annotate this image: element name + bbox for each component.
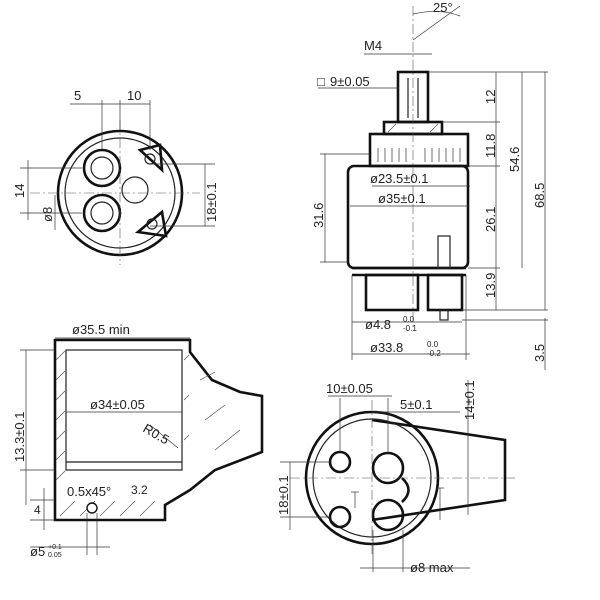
view-top-left: 5 10 14 ø8 18±0.1 xyxy=(12,88,219,265)
port-center xyxy=(121,176,149,204)
leader-line xyxy=(149,424,179,449)
dim-label: 10 xyxy=(127,88,141,103)
angle-label: 25° xyxy=(433,0,453,15)
dim-label: 0.5x45° xyxy=(67,484,111,499)
tol-upper: 0.0 xyxy=(403,315,415,324)
pin-hole xyxy=(86,502,98,514)
base-right xyxy=(426,273,464,312)
tol-lower: -0.1 xyxy=(403,324,417,333)
dim-label: 13.3±0.1 xyxy=(12,411,27,462)
dim-label: 31.6 xyxy=(311,203,326,228)
dim-label: 11.8 xyxy=(483,134,498,158)
dim-label: 18±0.1 xyxy=(204,182,219,222)
housing-arm xyxy=(371,418,507,522)
dim-label: ø33.8 xyxy=(370,340,403,355)
port-upper xyxy=(371,451,405,485)
dim-label: ø35.5 min xyxy=(72,322,130,337)
body-lug xyxy=(437,235,451,269)
base-left xyxy=(364,273,420,312)
hatch xyxy=(429,123,439,133)
tol-upper: +0.1 xyxy=(48,544,62,551)
lug-bottom xyxy=(134,209,168,238)
port-lower-inner xyxy=(90,201,114,225)
hatch xyxy=(387,123,397,133)
dim-label: 14±0.1 xyxy=(462,380,477,420)
knurl xyxy=(377,148,461,162)
port-lower xyxy=(371,498,405,532)
dim-label: ø8 xyxy=(40,207,55,222)
housing-outline xyxy=(53,338,264,522)
dim-label: ø8 max xyxy=(410,560,454,575)
dim-label: 68.5 xyxy=(532,183,547,208)
dim-label: 26.1 xyxy=(483,207,498,232)
dim-label: ø4.8 xyxy=(365,317,391,332)
pin xyxy=(439,309,449,321)
port-upper-inner xyxy=(90,156,114,180)
tol-lower: -0.2 xyxy=(427,349,441,358)
angle-arc xyxy=(412,11,461,17)
dim-label: 4 xyxy=(34,503,41,517)
dim-label: ø5 xyxy=(30,544,45,559)
tol-upper: 0.0 xyxy=(427,340,439,349)
section-hatching xyxy=(55,350,241,517)
dim-label: 3.5 xyxy=(532,344,547,362)
dim-label: 5±0.1 xyxy=(400,397,432,412)
view-bottom-right: 10±0.05 5±0.1 14±0.1 18±0.1 ø8 max xyxy=(276,380,515,575)
pin-hole-upper xyxy=(328,450,352,474)
dim-label: 18±0.1 xyxy=(276,475,291,515)
dim-label: 12 xyxy=(483,90,498,104)
pin-hole-lower xyxy=(328,505,352,529)
angle-line xyxy=(412,5,461,41)
port-center xyxy=(401,477,410,503)
dim-label: ø34±0.05 xyxy=(90,397,145,412)
dim-label: 10±0.05 xyxy=(326,381,373,396)
lug-bottom-hole xyxy=(146,218,158,230)
dim-label: 54.6 xyxy=(507,147,522,172)
dim-label: ø23.5±0.1 xyxy=(370,171,428,186)
dim-label: 14 xyxy=(12,184,27,198)
dim-label: 3.2 xyxy=(131,483,148,497)
port-lower xyxy=(82,193,122,233)
dim-label: 9±0.05 xyxy=(330,74,370,89)
dim-label: R0.5 xyxy=(141,421,172,448)
dim-label: M4 xyxy=(364,38,382,53)
port-upper xyxy=(82,148,122,188)
view-bottom-left: ø35.5 min ø34±0.05 R0.5 13.3±0.1 0.5x45°… xyxy=(12,322,264,559)
dim-label: 5 xyxy=(74,88,81,103)
dim-label: ø35±0.1 xyxy=(378,191,426,206)
lug-top xyxy=(137,143,164,174)
housing-bore xyxy=(65,349,183,471)
square-symbol: □ xyxy=(317,74,325,89)
dim-label: 13.9 xyxy=(483,273,498,298)
view-top-right: 25° M4 □ 9±0.05 12 11.8 54.6 68.5 31.6 ø… xyxy=(311,0,548,370)
tol-lower: 0.05 xyxy=(48,552,62,559)
